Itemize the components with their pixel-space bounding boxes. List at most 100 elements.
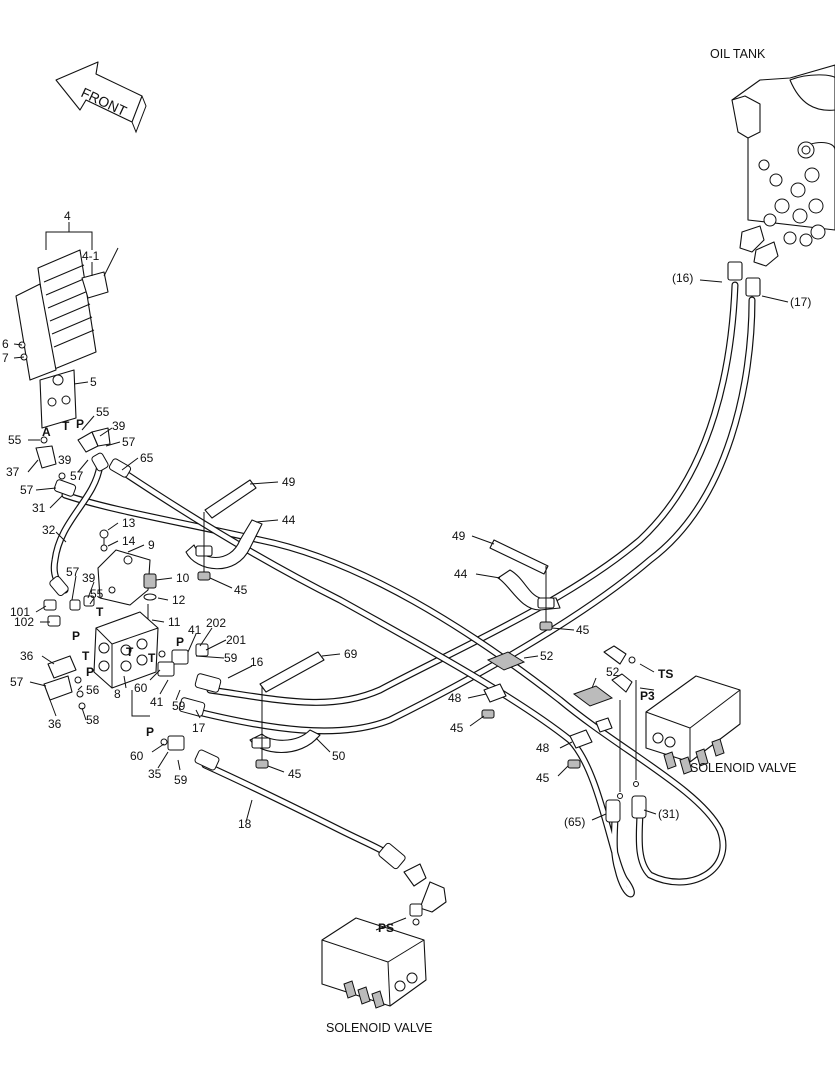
port-ts: TS [658,667,673,681]
callout: 45 [234,583,248,597]
block-right-fittings [157,643,209,751]
callout: 57 [70,469,84,483]
callout: 44 [282,513,296,527]
hose-end-fittings [49,452,647,870]
callout: 14 [122,534,136,548]
clamp-bracket-right [489,539,561,631]
pedal-assembly [15,247,119,429]
solenoid-valve-bottom: SOLENOID VALVE [321,863,447,1035]
callout-numbers: 4 4-1 6 7 5 55 39 57 55 37 39 57 65 57 3… [2,209,811,831]
callout: (16) [672,271,693,285]
callout: 9 [148,538,155,552]
callout: 36 [48,717,62,731]
port-t-block-1: T [96,605,104,619]
callout: 60 [130,749,144,763]
port-t-block-2: T [82,649,90,663]
callout: 7 [2,351,9,365]
callout: 39 [82,571,96,585]
callout: 11 [168,615,181,629]
callout: 49 [282,475,296,489]
callout: 6 [2,337,9,351]
port-t-block-3: T [148,651,156,665]
callout: 101 [10,605,30,619]
callout: 31 [32,501,46,515]
hoses [50,281,756,898]
callout: 52 [540,649,554,663]
port-t-block-4: T [126,645,134,659]
callout: 17 [192,721,206,735]
callout: 57 [10,675,24,689]
callout: 59 [174,773,188,787]
callout: 55 [96,405,110,419]
callout: (65) [564,815,585,829]
callout: 50 [332,749,346,763]
callout: 16 [250,655,264,669]
callout: 36 [20,649,34,663]
callout: 58 [86,713,100,727]
callout: 12 [172,593,186,607]
callout: 41 [150,695,164,709]
callout: 13 [122,516,136,530]
callout: 57 [20,483,34,497]
port-p-block-1: P [72,629,80,643]
callout: 57 [122,435,136,449]
callout: 52 [606,665,620,679]
solenoid-valve-right: SOLENOID VALVE [603,645,797,799]
callout: 44 [454,567,468,581]
callout: 55 [90,587,104,601]
callout: 57 [66,565,80,579]
port-a: A [42,425,51,439]
port-p-block-3: P [176,635,184,649]
port-p3: P3 [640,689,655,703]
oil-tank: OIL TANK [710,47,835,297]
callout: 45 [288,767,302,781]
port-p-pedal: P [76,417,84,431]
callout: (17) [790,295,811,309]
clamp-bracket-left-bottom [249,651,325,769]
block-left-fittings [43,595,95,710]
port-labels: A T P T P T P T T P P TS P3 PS [42,417,673,935]
leader-lines [13,222,789,931]
callout: 39 [112,419,126,433]
callout: 5 [90,375,97,389]
callout: 4-1 [82,249,100,263]
callout: 56 [86,683,100,697]
port-t-pedal: T [62,419,70,433]
callout: 60 [134,681,148,695]
hose-plates [481,651,614,769]
callout: 55 [8,433,22,447]
port-p-lower: P [146,725,154,739]
solenoid-valve-bottom-label: SOLENOID VALVE [326,1021,433,1035]
tank-port-fittings [758,141,826,247]
port-ps: PS [378,921,394,935]
callout: 39 [58,453,72,467]
callout: 10 [176,571,190,585]
front-direction-arrow: FRONT [55,61,147,134]
callout: 49 [452,529,466,543]
callout: 41 [188,623,202,637]
callout: 69 [344,647,358,661]
callout: 59 [172,699,186,713]
callout: 35 [148,767,162,781]
callout: 45 [536,771,550,785]
solenoid-valve-right-label: SOLENOID VALVE [690,761,797,775]
callout: 48 [448,691,462,705]
callout: 37 [6,465,20,479]
callout: 45 [450,721,464,735]
callout: 202 [206,616,226,630]
port-p-block-2: P [86,665,94,679]
callout: 8 [114,687,121,701]
callout: 32 [42,523,56,537]
callout: (31) [658,807,679,821]
callout: 18 [238,817,252,831]
oil-tank-label: OIL TANK [710,47,766,61]
callout: 102 [14,615,34,629]
callout: 45 [576,623,590,637]
control-block-8 [93,611,159,689]
callout: 4 [64,209,71,223]
clamp-bracket-left-top [185,479,263,581]
callout: 201 [226,633,246,647]
callout: 48 [536,741,550,755]
